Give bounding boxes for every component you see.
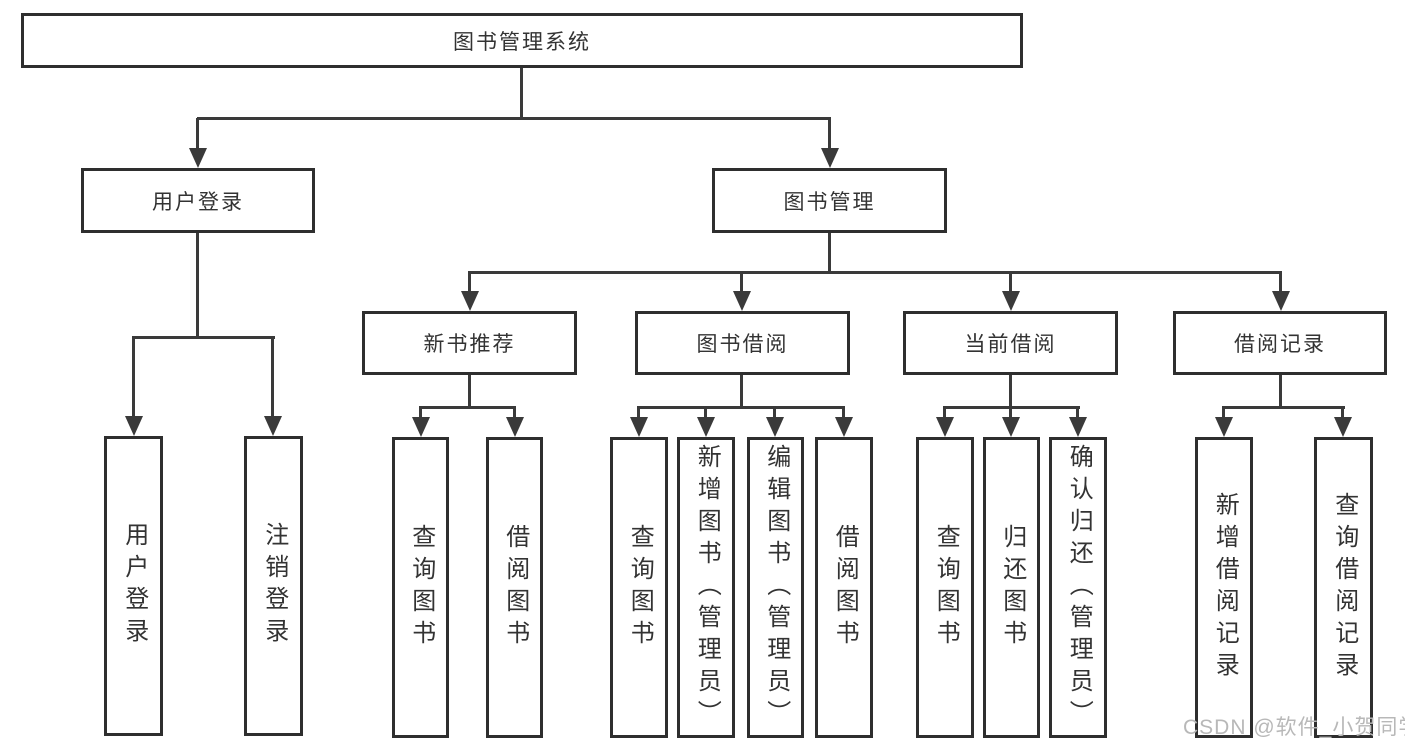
connector-user-login-rail [132,336,275,339]
node-user-login-label: 用户登录 [152,190,244,214]
arrow-to-leaf-borrow-books-2 [842,407,845,417]
node-borrow-records: 借阅记录 [1173,311,1387,375]
arrow-to-leaf-query-books-3 [943,407,946,417]
leaf-query-books-2: 查询图书 [610,437,668,738]
arrow-to-new-book-recommend [468,272,471,291]
leaf-return-book: 归还图书 [983,437,1040,738]
leaf-add-borrow-record: 新增借阅记录 [1195,437,1253,738]
node-book-management-label: 图书管理 [783,190,876,214]
node-current-borrow: 当前借阅 [903,311,1118,375]
connector-records-stem [1279,375,1282,408]
arrow-to-leaf-logout [271,337,274,416]
arrow-to-user-login [196,118,199,148]
arrow-to-book-management [828,118,831,148]
arrow-to-leaf-confirm-return [1076,407,1079,417]
connector-book-borrow-stem [740,375,743,408]
connector-root-stem [520,68,523,118]
leaf-query-books-1: 查询图书 [392,437,449,738]
leaf-query-borrow-record: 查询借阅记录 [1314,437,1373,738]
connector-book-mgmt-rail [468,271,1282,274]
leaf-add-borrow-record-label: 新增借阅记录 [1211,491,1239,684]
node-new-book-recommend: 新书推荐 [362,311,577,375]
node-current-borrow-label: 当前借阅 [964,333,1057,356]
leaf-edit-book-label: 编辑图书（管理员） [762,443,790,732]
leaf-query-books-1-label: 查询图书 [407,523,435,652]
connector-user-login-stem [196,233,199,337]
connector-book-mgmt-stem [828,233,831,274]
leaf-edit-book: 编辑图书（管理员） [747,437,804,738]
leaf-logout-label: 注销登录 [260,522,288,650]
node-root-label: 图书管理系统 [453,30,591,54]
leaf-query-borrow-record-label: 查询借阅记录 [1330,491,1358,684]
node-book-borrow-label: 图书借阅 [696,333,789,356]
leaf-add-book: 新增图书（管理员） [677,437,735,738]
arrow-to-leaf-query-books-2 [637,407,640,417]
connector-root-rail [197,117,831,120]
arrow-to-book-borrow [740,272,743,291]
leaf-query-books-3: 查询图书 [916,437,974,738]
leaf-user-login: 用户登录 [104,436,163,736]
leaf-user-login-label: 用户登录 [120,522,148,650]
arrow-to-leaf-add-record [1222,407,1225,417]
leaf-query-books-2-label: 查询图书 [626,523,654,652]
arrow-to-leaf-borrow-books-1 [513,407,516,417]
arrow-to-leaf-query-record [1341,407,1344,417]
leaf-add-book-label: 新增图书（管理员） [693,443,721,732]
connector-new-book-rail [419,406,516,409]
node-user-login: 用户登录 [81,168,315,233]
connector-current-borrow-stem [1009,375,1012,408]
node-new-book-recommend-label: 新书推荐 [423,333,516,356]
arrow-to-current-borrow [1009,272,1012,291]
arrow-to-leaf-edit-book [773,407,776,417]
arrow-to-leaf-user-login [132,337,135,416]
connector-new-book-stem [468,375,471,408]
node-book-management: 图书管理 [712,168,947,233]
arrow-to-leaf-add-book [704,407,707,417]
leaf-query-books-3-label: 查询图书 [932,523,960,652]
node-borrow-records-label: 借阅记录 [1234,333,1326,356]
csdn-watermark: CSDN @软件_小贺同学 [1183,716,1405,739]
arrow-to-leaf-query-books-1 [419,407,422,417]
leaf-borrow-books-1: 借阅图书 [486,437,543,738]
node-root: 图书管理系统 [21,13,1023,68]
connector-records-rail [1222,406,1345,409]
leaf-confirm-return-label: 确认归还（管理员） [1065,443,1093,732]
leaf-confirm-return: 确认归还（管理员） [1049,437,1107,738]
connector-book-borrow-rail [637,406,845,409]
leaf-borrow-books-2-label: 借阅图书 [831,523,859,652]
leaf-logout: 注销登录 [244,436,303,736]
leaf-return-book-label: 归还图书 [998,523,1026,652]
node-book-borrow: 图书借阅 [635,311,850,375]
leaf-borrow-books-1-label: 借阅图书 [501,523,529,652]
arrow-to-borrow-records [1279,272,1282,291]
arrow-to-leaf-return-book [1009,407,1012,417]
leaf-borrow-books-2: 借阅图书 [815,437,873,738]
